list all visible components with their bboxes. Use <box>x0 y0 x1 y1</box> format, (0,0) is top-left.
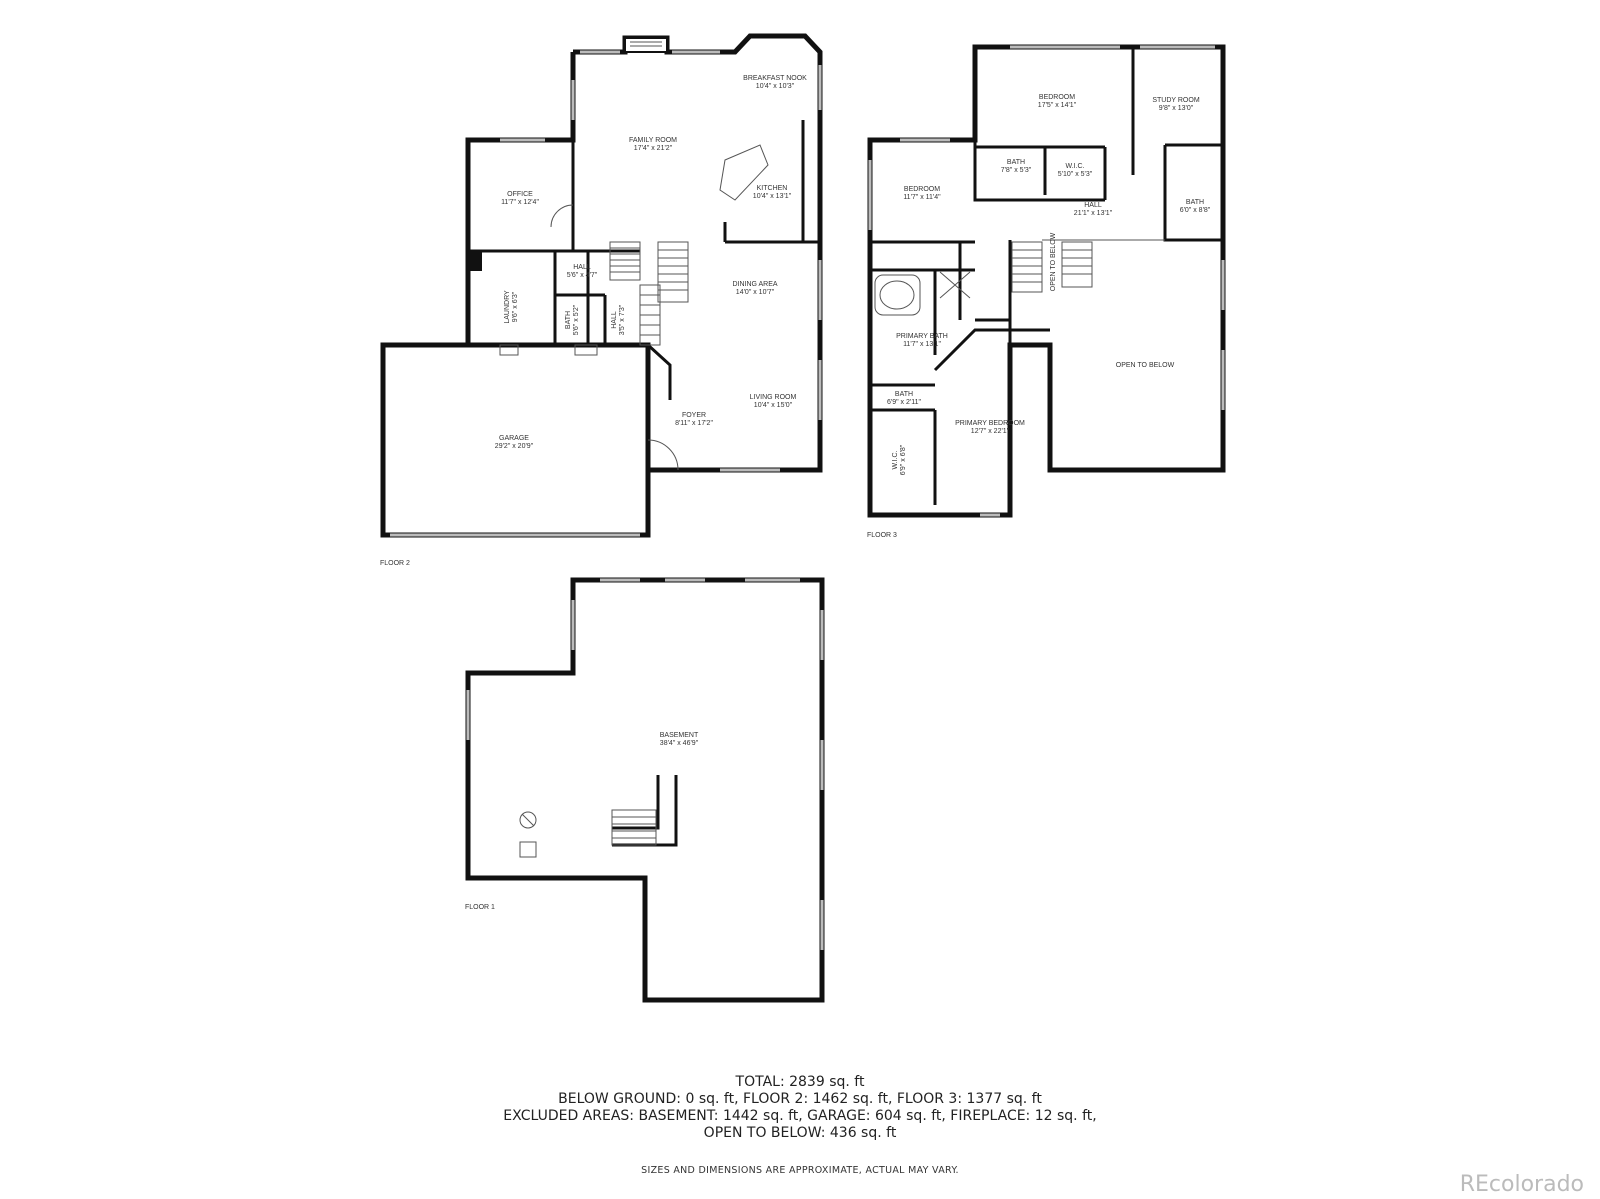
bath-f2-name: BATH <box>565 311 572 329</box>
bath-f3c-dim: 6'9" x 2'11" <box>887 399 921 406</box>
wic-f3b-name: W.I.C. <box>892 450 899 469</box>
bedroom-b-dim: 11'7" x 11'4" <box>903 194 941 201</box>
breakfast-nook-name: BREAKFAST NOOK <box>743 75 807 82</box>
primary-bedroom-name: PRIMARY BEDROOM <box>955 420 1025 427</box>
area-summary: TOTAL: 2839 sq. ft BELOW GROUND: 0 sq. f… <box>0 1074 1600 1142</box>
wic-f3a-dim: 5'10" x 5'3" <box>1058 171 1093 178</box>
office-name: OFFICE <box>507 191 533 198</box>
laundry-dim: 9'6" x 6'3" <box>512 291 519 322</box>
floor-2-label: FLOOR 2 <box>380 560 410 567</box>
hall-f3-dim: 21'1" x 13'1" <box>1074 210 1113 217</box>
foyer-dim: 8'11" x 17'2" <box>675 420 713 427</box>
summary-open-below: OPEN TO BELOW: 436 sq. ft <box>703 1125 897 1141</box>
primary-bath-name: PRIMARY BATH <box>896 333 948 340</box>
family-room-name: FAMILY ROOM <box>629 137 677 144</box>
basement-dim: 38'4" x 46'9" <box>660 740 699 747</box>
garage-dim: 29'2" x 20'9" <box>495 443 534 450</box>
hall-f2a-dim: 5'6" x 4'7" <box>567 272 598 279</box>
brand-watermark: REcolorado <box>1459 1172 1584 1197</box>
hall-f2b-dim: 3'5" x 7'3" <box>619 304 626 335</box>
dining-area-dim: 14'0" x 10'7" <box>736 289 775 296</box>
bath-f3b-dim: 6'0" x 8'8" <box>1180 207 1211 214</box>
floor-2-plan <box>380 33 823 538</box>
bedroom-a-name: BEDROOM <box>1039 94 1075 101</box>
summary-total: TOTAL: 2839 sq. ft <box>735 1074 865 1090</box>
breakfast-nook-dim: 10'4" x 10'3" <box>756 83 795 90</box>
hall-f2b-name: HALL <box>611 311 618 329</box>
family-room-dim: 17'4" x 21'2" <box>634 145 673 152</box>
bath-f3a-dim: 7'8" x 5'3" <box>1001 167 1032 174</box>
bath-f3b-name: BATH <box>1186 199 1204 206</box>
office-dim: 11'7" x 12'4" <box>501 199 539 206</box>
foyer-name: FOYER <box>682 412 706 419</box>
summary-below-ground: BELOW GROUND: 0 sq. ft, FLOOR 2: 1462 sq… <box>558 1091 1042 1107</box>
hall-f2a-name: HALL <box>573 264 591 271</box>
floor-3-label: FLOOR 3 <box>867 532 897 539</box>
wic-f3a-name: W.I.C. <box>1065 163 1084 170</box>
bath-f2-dim: 5'6" x 5'2" <box>573 304 580 335</box>
bath-f3c-name: BATH <box>895 391 913 398</box>
kitchen-dim: 10'4" x 13'1" <box>753 193 792 200</box>
study-room-dim: 9'8" x 13'0" <box>1159 105 1194 112</box>
floor-3-plan <box>867 44 1226 518</box>
floor-1-label: FLOOR 1 <box>465 904 495 911</box>
kitchen-name: KITCHEN <box>757 185 788 192</box>
primary-bath-dim: 11'7" x 13'1" <box>903 341 941 348</box>
living-room-dim: 10'4" x 15'0" <box>754 402 793 409</box>
open-below-b-name: OPEN TO BELOW <box>1116 362 1175 369</box>
hall-f3-name: HALL <box>1084 202 1102 209</box>
bedroom-b-name: BEDROOM <box>904 186 940 193</box>
open-below-a-name: OPEN TO BELOW <box>1050 232 1057 291</box>
summary-excluded: EXCLUDED AREAS: BASEMENT: 1442 sq. ft, G… <box>503 1108 1097 1124</box>
bedroom-a-dim: 17'5" x 14'1" <box>1038 102 1077 109</box>
garage-name: GARAGE <box>499 435 529 442</box>
study-room-name: STUDY ROOM <box>1152 97 1199 104</box>
disclaimer: SIZES AND DIMENSIONS ARE APPROXIMATE, AC… <box>641 1165 959 1176</box>
primary-bedroom-dim: 12'7" x 22'1" <box>971 428 1010 435</box>
laundry-name: LAUNDRY <box>504 290 511 324</box>
wic-f3b-dim: 6'9" x 6'8" <box>900 444 907 475</box>
basement-name: BASEMENT <box>660 732 699 739</box>
living-room-name: LIVING ROOM <box>750 394 797 401</box>
floor-1-plan <box>465 577 825 1003</box>
dining-area-name: DINING AREA <box>732 281 777 288</box>
bath-f3a-name: BATH <box>1007 159 1025 166</box>
